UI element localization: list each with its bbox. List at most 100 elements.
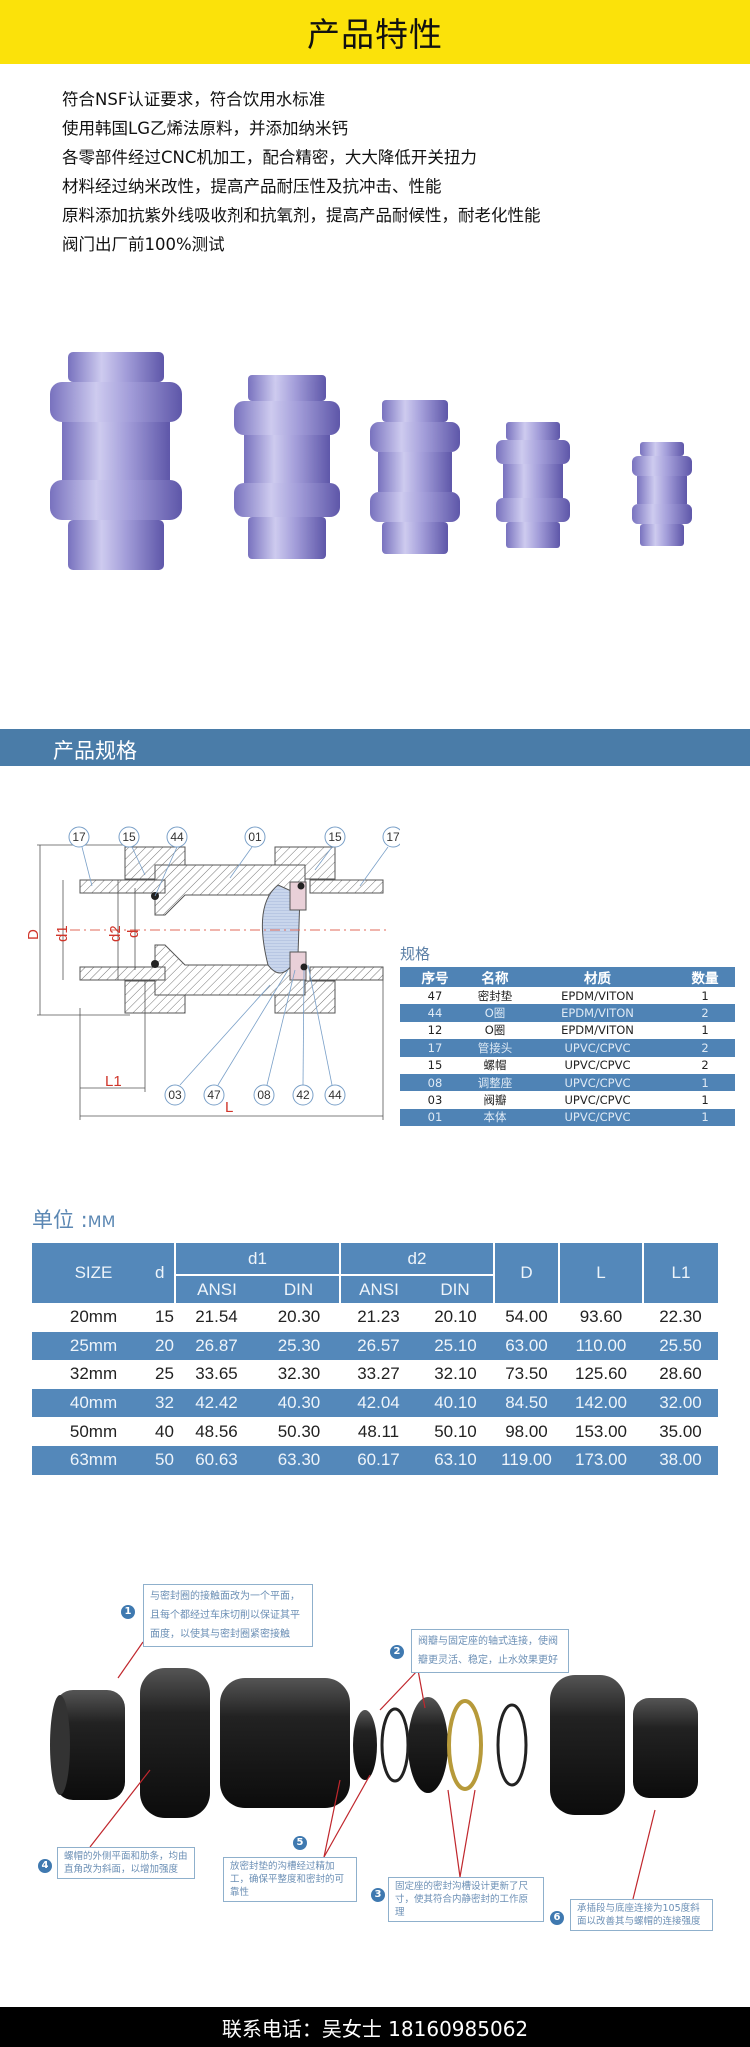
callout-number: 4 (38, 1859, 52, 1873)
callout-number: 3 (371, 1888, 385, 1902)
part-label-17: 17 (382, 826, 400, 848)
dim-label-d1: d1 (54, 925, 71, 942)
parts-cell: UPVC/CPVC (520, 1039, 675, 1057)
dimension-cell: 63.10 (417, 1445, 494, 1475)
svg-text:17: 17 (72, 830, 86, 844)
dimension-cell: 93.60 (559, 1303, 643, 1332)
svg-text:44: 44 (328, 1088, 342, 1102)
feature-line: 各零部件经过CNC机加工，配合精密，大大降低开关扭力 (62, 148, 477, 167)
part-label-17: 17 (68, 826, 90, 848)
part-label-08: 08 (253, 1084, 275, 1106)
dimension-cell: 32.00 (643, 1388, 718, 1418)
parts-cell: 管接头 (470, 1039, 520, 1057)
dimension-cell: 54.00 (494, 1303, 559, 1332)
parts-cell: O圈 (470, 1021, 520, 1040)
dimension-cell: 22.30 (643, 1303, 718, 1332)
dimension-cell: 20mm (32, 1303, 155, 1332)
col-d: d (155, 1243, 175, 1303)
parts-cell: 1 (675, 1073, 735, 1092)
exploded-part-union-end-right (633, 1698, 698, 1798)
part-label-01: 01 (244, 826, 266, 848)
dimension-cell: 32.30 (258, 1360, 340, 1389)
unit-value: MM (87, 1212, 116, 1231)
dimension-cell: 21.23 (340, 1303, 417, 1332)
dim-label-D: D (25, 929, 42, 940)
part-label-42: 42 (292, 1084, 314, 1106)
dimension-cell: 21.54 (175, 1303, 258, 1332)
callout-5: 放密封垫的沟槽经过精加工，确保平整度和密封的可靠性 (223, 1857, 357, 1902)
dimension-cell: 50.30 (258, 1417, 340, 1446)
callout-number: 6 (550, 1911, 564, 1925)
spec-banner: 产品规格 (0, 729, 750, 766)
col-header: 材质 (520, 967, 675, 987)
feature-line: 原料添加抗紫外线吸收剂和抗氧剂，提高产品耐候性，耐老化性能 (62, 206, 541, 225)
svg-text:03: 03 (168, 1088, 182, 1102)
dimension-cell: 84.50 (494, 1388, 559, 1418)
exploded-part-disc (353, 1710, 377, 1780)
part-label-47: 47 (203, 1084, 225, 1106)
parts-cell: 2 (675, 1039, 735, 1057)
parts-cell: 2 (675, 1056, 735, 1074)
valve-photo-50mm (234, 375, 340, 559)
dimension-cell: 32.10 (417, 1360, 494, 1389)
feature-line: 符合NSF认证要求，符合饮用水标准 (62, 90, 326, 109)
part-label-15: 15 (118, 826, 140, 848)
parts-cell: 15 (400, 1056, 470, 1074)
svg-text:44: 44 (170, 830, 184, 844)
col-d2-din: DIN (417, 1274, 494, 1303)
col-header: 名称 (470, 967, 520, 987)
parts-table-header: 序号 名称 材质 数量 (400, 967, 735, 987)
dimension-cell: 153.00 (559, 1417, 643, 1446)
callout-number: 1 (121, 1605, 135, 1619)
part-label-03: 03 (164, 1084, 186, 1106)
dim-label-d2: d2 (107, 925, 124, 942)
dimension-cell: 26.87 (175, 1331, 258, 1361)
dimension-cell: 98.00 (494, 1417, 559, 1446)
parts-cell: 1 (675, 987, 735, 1005)
svg-text:42: 42 (296, 1088, 310, 1102)
dimension-cell: 48.11 (340, 1417, 417, 1446)
dimension-table: SIZE d d1 d2 D L L1 ANSI DIN ANSI DIN 20… (32, 1243, 718, 1475)
svg-text:17: 17 (386, 830, 400, 844)
dimension-cell: 110.00 (559, 1331, 643, 1361)
parts-cell: O圈 (470, 1004, 520, 1022)
parts-cell: UPVC/CPVC (520, 1073, 675, 1092)
col-d1-din: DIN (258, 1274, 340, 1303)
feature-line: 使用韩国LG乙烯法原料，并添加纳米钙 (62, 119, 348, 138)
dimension-cell: 60.17 (340, 1445, 417, 1475)
spec-title: 产品规格 (53, 739, 137, 763)
callout-6: 承插段与底座连接为105度斜面以改善其与螺帽的连接强度 (570, 1899, 713, 1931)
parts-cell: 阀瓣 (470, 1091, 520, 1109)
dimension-cell: 20.30 (258, 1303, 340, 1332)
dimension-cell: 25.50 (643, 1331, 718, 1361)
col-L1: L1 (642, 1243, 718, 1303)
valve-product-photos (50, 352, 692, 570)
exploded-part-body (220, 1678, 350, 1808)
dimension-cell: 50mm (32, 1417, 155, 1446)
dimension-cell: 28.60 (643, 1360, 718, 1389)
parts-cell: 08 (400, 1073, 470, 1092)
dimension-cell: 25.10 (417, 1331, 494, 1361)
parts-cell: 44 (400, 1004, 470, 1022)
parts-table-title: 规格 (400, 945, 431, 963)
dimension-cell: 50 (155, 1445, 175, 1475)
dimension-cell: 20 (155, 1331, 175, 1361)
callout-1: 与密封圈的接触面改为一个平面，且每个都经过车床切削以保证其平面度，以使其与密封圈… (143, 1584, 313, 1647)
parts-cell: 1 (675, 1091, 735, 1109)
parts-cell: UPVC/CPVC (520, 1056, 675, 1074)
dimension-cell: 42.42 (175, 1388, 258, 1418)
dim-label-L: L (225, 1099, 233, 1116)
dim-label-d: d (125, 930, 142, 938)
callout-number: 2 (390, 1645, 404, 1659)
